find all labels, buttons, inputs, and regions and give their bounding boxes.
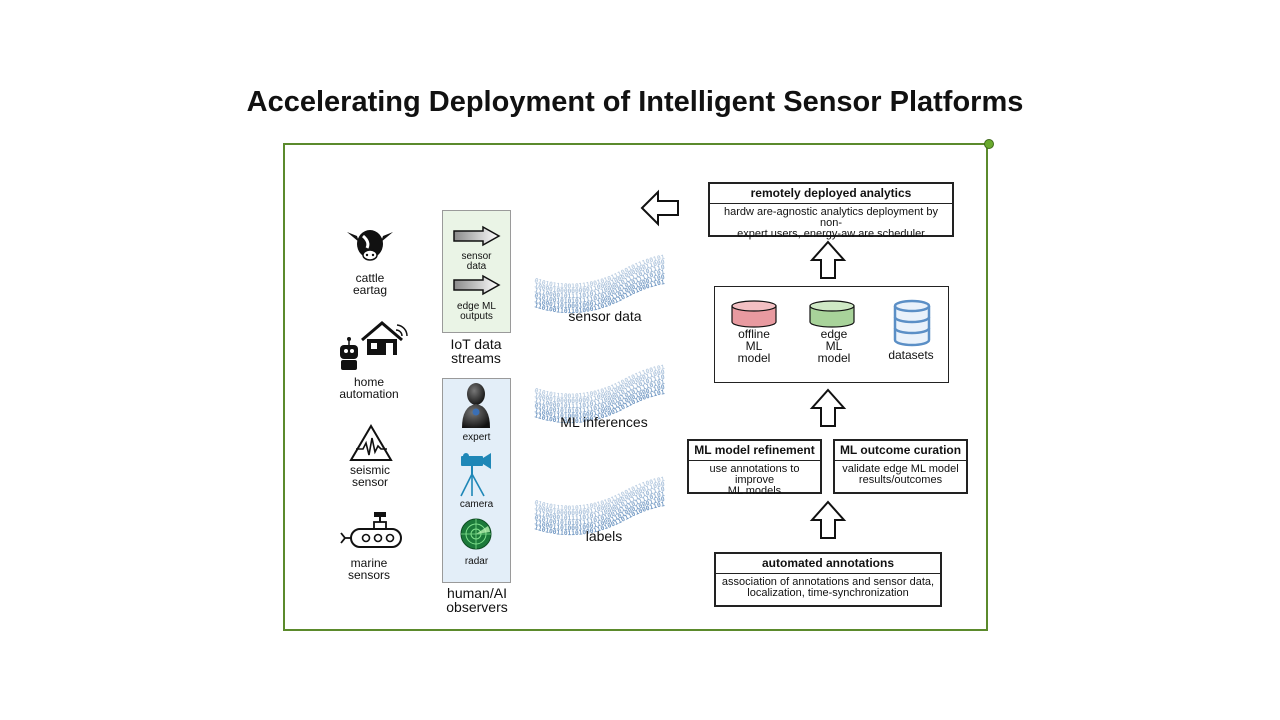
left-arrow-icon	[640, 189, 679, 227]
edge-outputs-arrow-icon	[453, 274, 501, 296]
ml-curation-box: ML outcome curation validate edge ML mod…	[833, 439, 968, 494]
home-automation-label: home automation	[339, 375, 399, 401]
home-automation-icon	[340, 321, 408, 370]
marine-sensors-label: marine sensors	[347, 556, 391, 582]
radar-icon	[460, 518, 492, 550]
ml-curation-title: ML outcome curation	[835, 441, 966, 461]
binary-stream-sensor-data: 0101011100101110010101110010111001011000…	[533, 254, 665, 315]
iot-data-streams-caption: IoT data streams	[450, 336, 502, 366]
up-arrow-icon-2	[809, 388, 847, 427]
diagram-frame	[283, 143, 988, 631]
camera-icon	[460, 453, 491, 497]
edge-model-cylinder-icon	[809, 300, 855, 328]
observers-caption: human/AI observers	[446, 585, 508, 615]
datasets-label: datasets	[888, 348, 934, 362]
edge-ml-model-label: edge ML model	[817, 327, 851, 365]
sensor-data-arrow-icon	[453, 225, 501, 247]
submarine-icon	[340, 512, 402, 548]
frame-handle[interactable]	[984, 139, 994, 149]
remote-analytics-body: hardw are-agnostic analytics deployment …	[723, 206, 938, 240]
ml-inferences-stream-label: ML inferences	[560, 414, 648, 430]
edge-ml-outputs-label: edge ML outputs	[457, 301, 496, 322]
expert-icon	[462, 383, 490, 428]
ml-curation-body: validate edge ML model results/outcomes	[842, 463, 959, 486]
ml-refinement-title: ML model refinement	[689, 441, 820, 461]
labels-stream-label: labels	[585, 528, 623, 544]
up-arrow-icon-1	[809, 240, 847, 279]
sensor-data-stream-label: sensor data	[568, 308, 642, 324]
ml-refinement-body: use annotations to improve ML models	[709, 463, 800, 497]
automated-annotations-body: association of annotations and sensor da…	[721, 576, 935, 599]
radar-label: radar	[464, 556, 489, 567]
datasets-icon	[893, 299, 931, 347]
cattle-eartag-label: cattle eartag	[352, 271, 388, 297]
ml-refinement-box: ML model refinement use annotations to i…	[687, 439, 822, 497]
sensor-data-label: sensor data	[461, 251, 492, 272]
automated-annotations-box: automated annotations association of ann…	[714, 552, 942, 607]
page-title: Accelerating Deployment of Intelligent S…	[246, 86, 1024, 118]
seismic-sensor-label: seismic sensor	[349, 463, 390, 489]
binary-stream-ml-inferences: 0101011100101110010101110010111001011000…	[533, 364, 665, 425]
remote-analytics-box: remotely deployed analytics hardw are-ag…	[708, 182, 954, 240]
seismic-icon	[349, 424, 393, 461]
offline-model-cylinder-icon	[731, 300, 777, 328]
up-arrow-icon-3	[809, 500, 847, 539]
automated-annotations-title: automated annotations	[716, 554, 940, 574]
offline-ml-model-label: offline ML model	[737, 327, 771, 365]
binary-stream-labels: 0101011100101110010101110010111001011000…	[533, 476, 665, 537]
remote-analytics-title: remotely deployed analytics	[710, 184, 952, 204]
expert-label: expert	[462, 432, 491, 443]
cow-icon	[347, 230, 393, 261]
camera-label: camera	[459, 499, 494, 510]
